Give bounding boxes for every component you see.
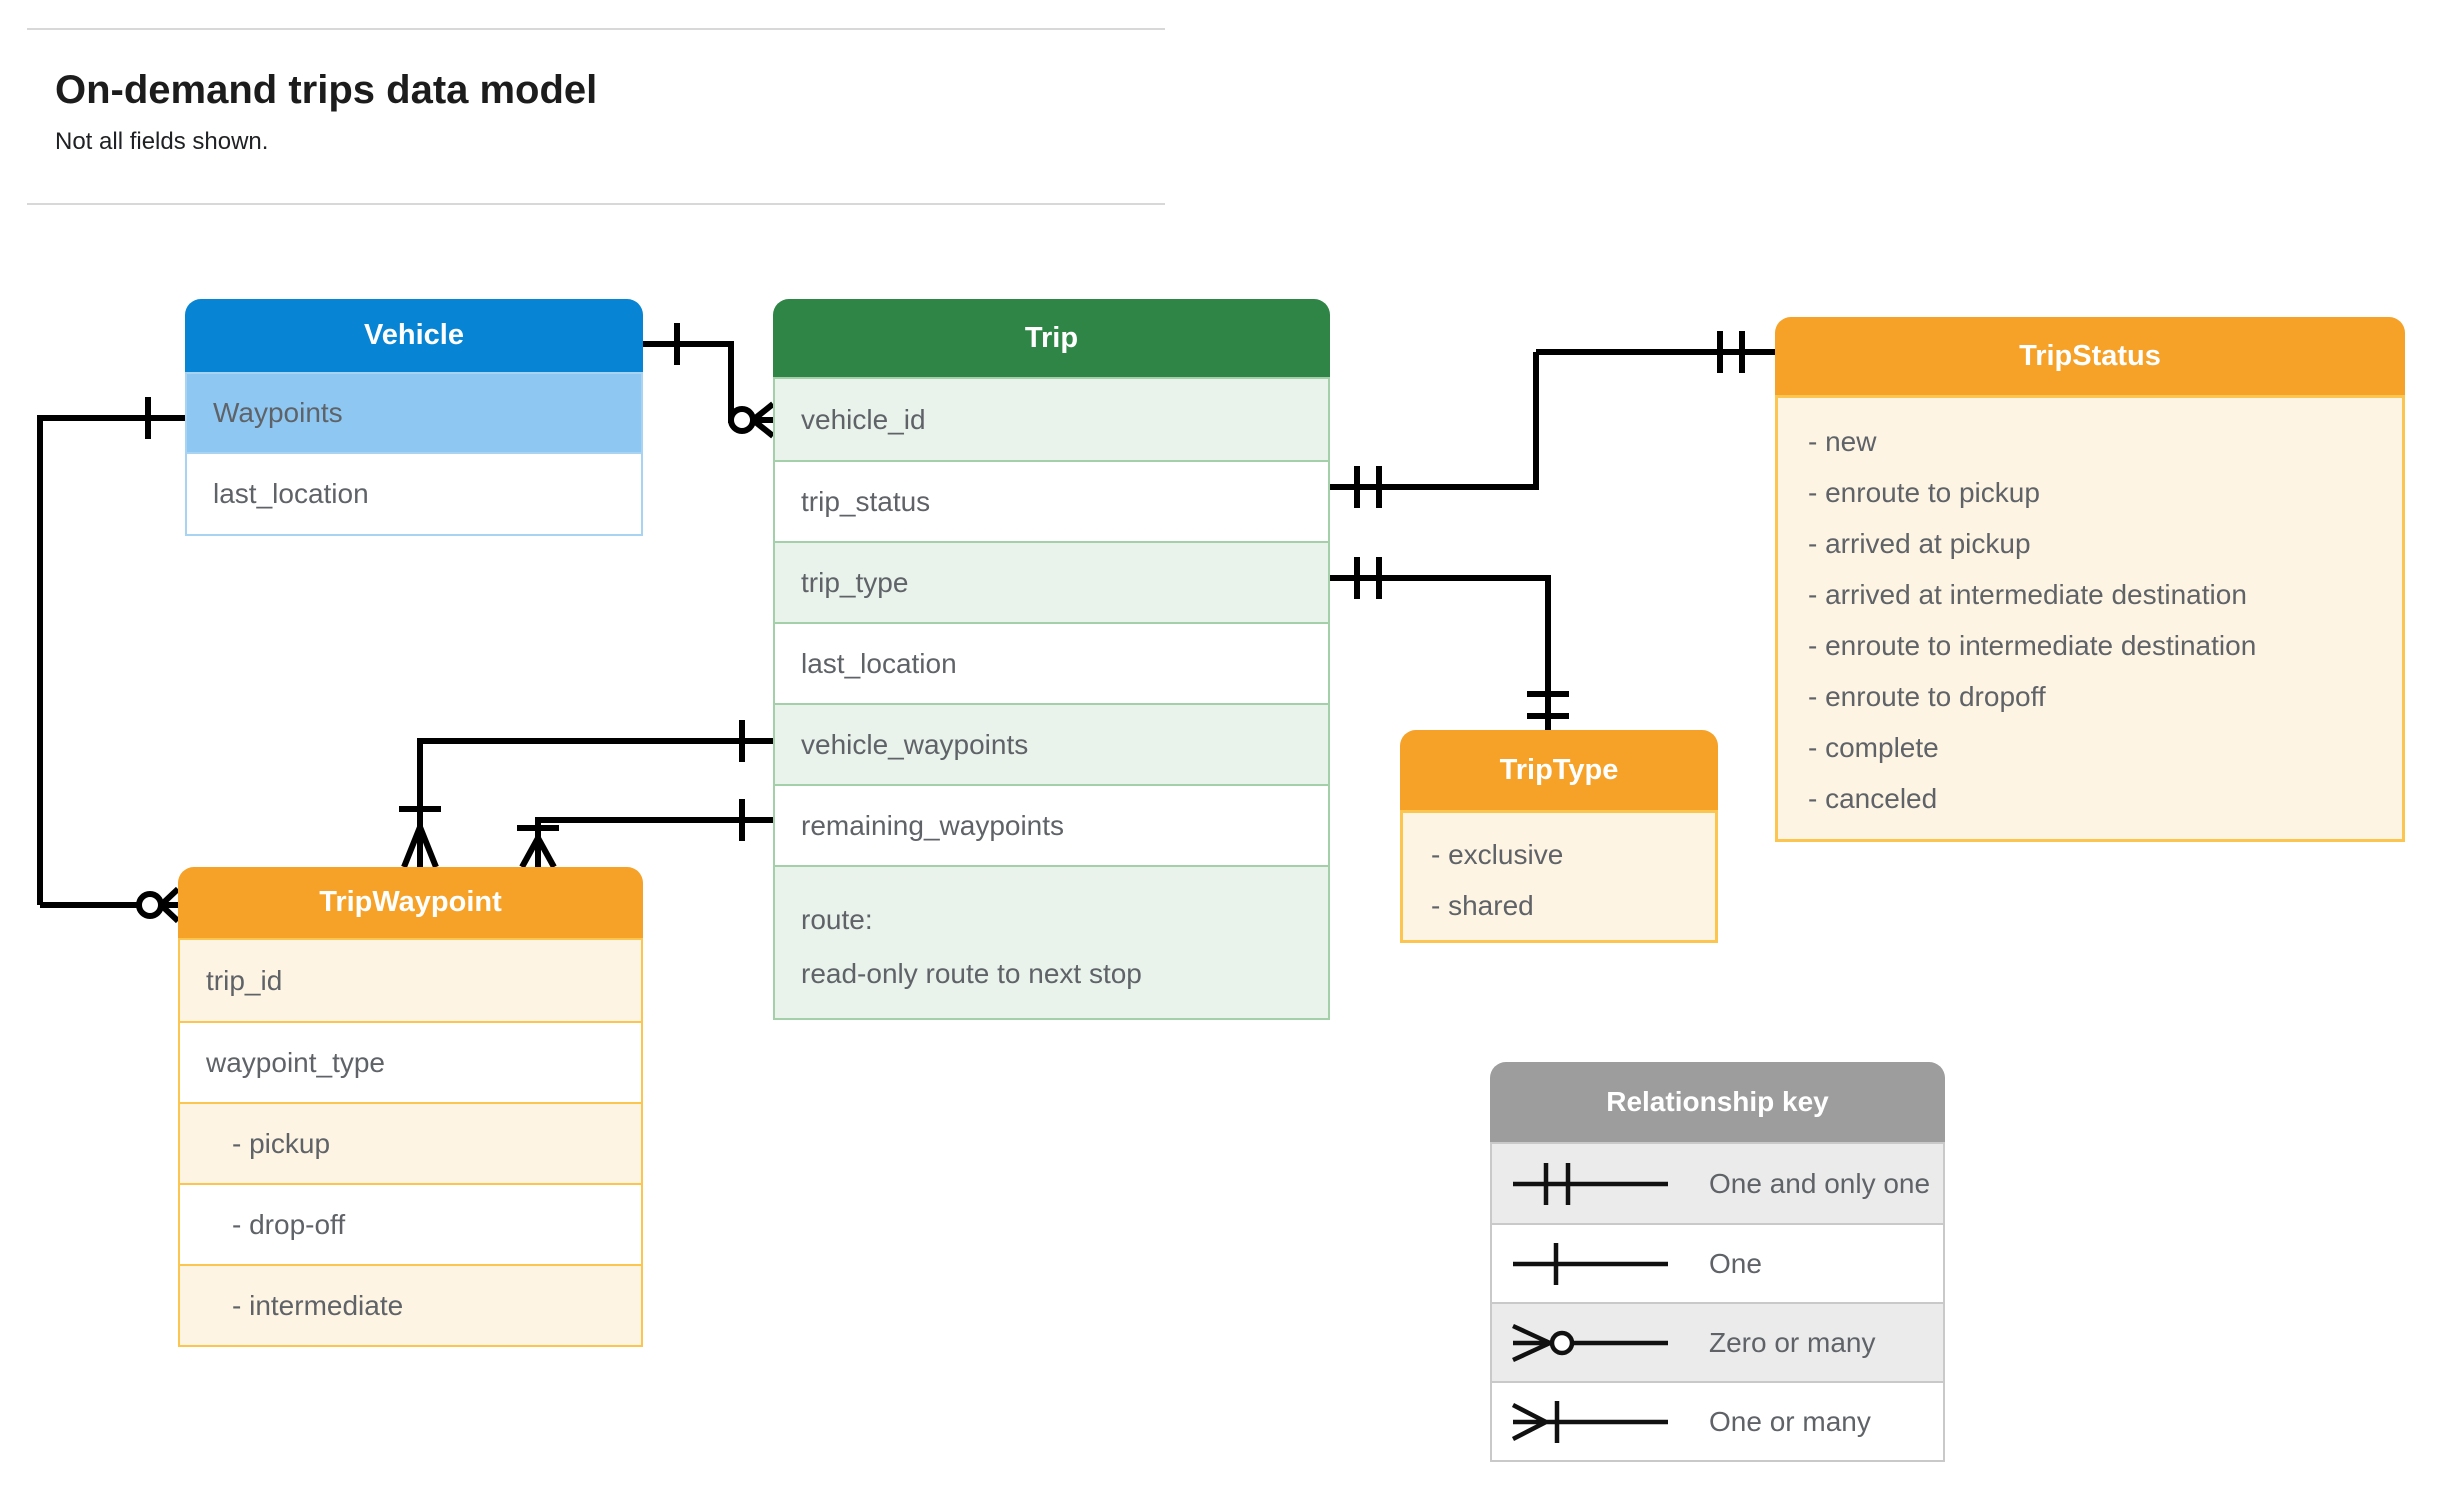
trip-table-body: vehicle_id trip_status trip_type last_lo…	[773, 377, 1330, 1020]
vehicle-table: Vehicle Waypoints last_location	[185, 299, 643, 536]
enum-value: - arrived at intermediate destination	[1808, 579, 2247, 610]
enum-value: - arrived at pickup	[1808, 528, 2031, 559]
field-row-vehicle-waypoints: vehicle_waypoints	[775, 703, 1328, 784]
enum-row-pickup: - pickup	[180, 1102, 641, 1183]
connector-trip-to-triptype	[1330, 557, 1569, 730]
page-subtitle: Not all fields shown.	[55, 128, 269, 155]
field-row-trip-id: trip_id	[180, 940, 641, 1021]
tripstatus-table-body: - new - enroute to pickup - arrived at p…	[1775, 395, 2405, 842]
enum-value: - canceled	[1808, 783, 1938, 814]
field-row-route: route: read-only route to next stop	[775, 865, 1328, 1018]
field-row-waypoints: Waypoints	[187, 374, 641, 452]
triptype-table: TripType - exclusive - shared	[1400, 730, 1718, 943]
divider-top	[27, 28, 1165, 30]
zero-or-many-icon	[1512, 1323, 1668, 1362]
vehicle-table-header: Vehicle	[185, 299, 643, 372]
field-row-trip-status: trip_status	[775, 460, 1328, 541]
tripstatus-table: TripStatus - new - enroute to pickup - a…	[1775, 317, 2405, 842]
enum-row-drop-off: - drop-off	[180, 1183, 641, 1264]
route-field-name: route:	[801, 904, 873, 935]
page-title: On-demand trips data model	[55, 68, 598, 112]
legend-row-one-or-many: One or many	[1492, 1381, 1943, 1460]
connector-remaining-waypoints-to-tripwaypoint	[517, 799, 773, 869]
enum-value: - enroute to pickup	[1808, 477, 2040, 508]
field-row-last-location: last_location	[187, 452, 641, 534]
field-row-vehicle-id: vehicle_id	[775, 379, 1328, 460]
trip-table-header: Trip	[773, 299, 1330, 377]
legend-body: One and only one One Zero or many	[1490, 1142, 1945, 1462]
enum-value: - new	[1808, 426, 1877, 457]
route-field-description: read-only route to next stop	[801, 958, 1142, 989]
enum-row-intermediate: - intermediate	[180, 1264, 641, 1345]
legend-header: Relationship key	[1490, 1062, 1945, 1142]
one-and-only-one-icon	[1513, 1162, 1668, 1205]
trip-table: Trip vehicle_id trip_status trip_type la…	[773, 299, 1330, 1020]
tripwaypoint-table-header: TripWaypoint	[178, 867, 643, 938]
enum-value: - complete	[1808, 732, 1939, 763]
legend-label: One and only one	[1709, 1167, 1931, 1199]
legend-label: One	[1709, 1247, 1762, 1279]
enum-value: - enroute to dropoff	[1808, 681, 2046, 712]
legend-row-zero-or-many: Zero or many	[1492, 1302, 1943, 1381]
connector-vehicle-to-trip	[643, 323, 775, 439]
triptype-table-body: - exclusive - shared	[1400, 810, 1718, 943]
triptype-table-header: TripType	[1400, 730, 1718, 810]
field-row-remaining-waypoints: remaining_waypoints	[775, 784, 1328, 865]
divider-bottom	[27, 203, 1165, 205]
enum-value: - enroute to intermediate destination	[1808, 630, 2257, 661]
vehicle-table-body: Waypoints last_location	[185, 372, 643, 536]
one-icon	[1513, 1242, 1668, 1285]
relationship-key-legend: Relationship key One and only one One	[1490, 1062, 1945, 1462]
tripstatus-table-header: TripStatus	[1775, 317, 2405, 395]
field-row-trip-type: trip_type	[775, 541, 1328, 622]
enum-value: - shared	[1431, 890, 1534, 921]
connector-vehicle-to-tripwaypoint	[37, 397, 185, 924]
tripwaypoint-table-body: trip_id waypoint_type - pickup - drop-of…	[178, 938, 643, 1347]
legend-row-one: One	[1492, 1223, 1943, 1302]
legend-label: One or many	[1709, 1405, 1871, 1437]
legend-label: Zero or many	[1709, 1326, 1876, 1358]
enum-value: - exclusive	[1431, 839, 1564, 870]
tripwaypoint-table: TripWaypoint trip_id waypoint_type - pic…	[178, 867, 643, 1347]
field-row-last-location: last_location	[775, 622, 1328, 703]
one-or-many-icon	[1511, 1400, 1668, 1443]
legend-row-one-and-only-one: One and only one	[1492, 1144, 1943, 1223]
connector-vehicle-waypoints-to-tripwaypoint	[399, 720, 773, 869]
field-row-waypoint-type: waypoint_type	[180, 1021, 641, 1102]
connector-trip-to-tripstatus	[1330, 331, 1775, 508]
